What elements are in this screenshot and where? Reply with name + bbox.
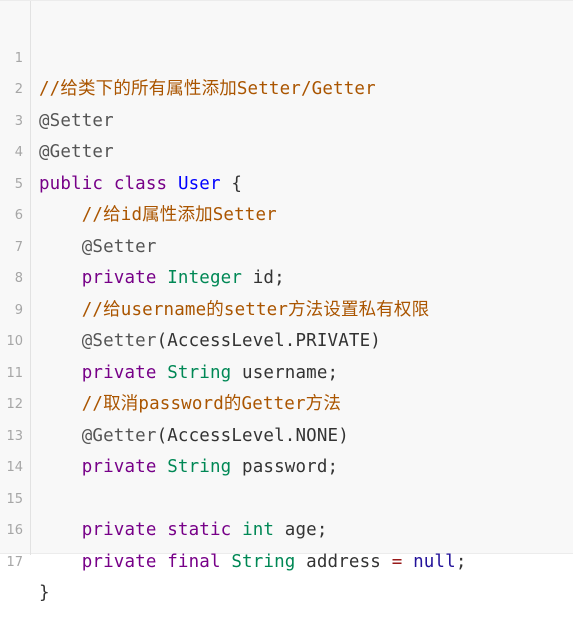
line-number: 16 [6,523,23,538]
type: String [167,457,232,477]
line-number: 1 [14,50,23,66]
type: Integer [167,268,243,288]
line-number: 8 [14,271,23,286]
code-line: 1 //给类下的所有属性添加Setter/Getter [0,11,573,100]
line-number: 15 [6,491,23,507]
whitespace [402,552,413,572]
line-content: @Setter(AccessLevel.PRIVATE) [39,326,381,358]
code-line: 13 private String password; [0,389,573,478]
code-line: 3 @Getter [0,74,573,163]
annotation: @Setter [81,236,157,257]
annotation: @Getter [39,142,114,162]
code-line: 12 @Getter(AccessLevel.NONE) [0,358,573,446]
line-content: //取消password的Getter方法 [39,389,341,421]
annotation: @Setter [39,110,114,131]
code-line: 15 private static int age; [0,452,573,541]
code-editor[interactable]: 1 //给类下的所有属性添加Setter/Getter 2 @Setter 3 … [0,0,573,604]
code-line: 5 //给id属性添加Setter [0,137,573,226]
keyword: static [167,520,232,540]
punctuation: } [39,583,50,603]
line-number: 12 [6,397,23,412]
code-line: 10 private String username; [0,295,573,383]
operator: = [391,551,403,572]
line-number-gutter [0,1,31,555]
annotation-args: (AccessLevel.NONE) [156,425,349,446]
punctuation: ; [455,551,467,572]
annotation-args: (AccessLevel.PRIVATE) [156,331,381,351]
line-content: @Setter [39,232,157,264]
code-area[interactable]: 1 //给类下的所有属性添加Setter/Getter 2 @Setter 3 … [0,11,573,604]
line-content: private String password; [39,452,338,484]
line-number: 14 [6,460,23,475]
code-line: 4 public class User { [0,106,573,194]
atom: null [413,551,456,572]
code-line: 8 //给username的setter方法设置私有权限 [0,232,573,320]
code-line: 14 [0,421,573,475]
line-number: 2 [14,82,23,97]
comment: //给类下的所有属性添加Setter/Getter [39,79,376,99]
line-content: private final String address = null; [39,547,467,579]
identifier: age; [274,520,328,540]
keyword: private [81,520,157,540]
code-line: 2 @Setter [0,43,573,131]
line-content: public class User { [39,169,242,201]
line-content: private static int age; [39,515,328,547]
code-line: 16 private final String address = null; [0,484,573,572]
code-line: 6 @Setter [0,169,573,257]
keyword: private [81,551,157,572]
line-number: 13 [6,428,23,444]
keyword: class [113,173,168,194]
code-line: 9 @Setter(AccessLevel.PRIVATE) [0,263,573,352]
line-content: //给username的setter方法设置私有权限 [39,295,429,327]
annotation: @Setter [81,331,157,351]
line-number: 17 [6,554,23,570]
keyword: private [81,268,157,288]
whitespace [221,552,232,572]
code-line: 17 } [0,515,573,604]
line-number: 4 [14,145,23,160]
annotation: @Getter [81,425,157,446]
keyword: public [39,173,104,194]
comment: //给id属性添加Setter [81,205,277,225]
line-content: //给id属性添加Setter [39,200,277,232]
whitespace [157,552,168,572]
type: String [167,362,232,383]
keyword: private [81,457,157,477]
line-content: private Integer id; [39,263,285,295]
punctuation: { [220,173,243,194]
line-number: 10 [6,334,23,349]
identifier: address [295,551,392,572]
line-content: @Getter [39,137,114,169]
identifier: password; [231,457,339,477]
line-number: 7 [14,239,23,255]
line-content: private String username; [39,358,338,390]
comment: //给username的setter方法设置私有权限 [81,299,430,320]
identifier: username; [231,362,339,383]
line-content: } [39,578,50,610]
line-content: @Getter(AccessLevel.NONE) [39,421,349,453]
line-number: 9 [14,302,23,318]
identifier: id; [242,268,285,288]
type: String [231,551,296,572]
class-name: User [177,173,221,194]
code-line: 7 private Integer id; [0,200,573,289]
line-number: 3 [14,113,23,129]
line-content: @Setter [39,106,114,138]
line-number: 5 [14,176,23,192]
code-line: 11 //取消password的Getter方法 [0,326,573,415]
type: int [242,520,275,540]
line-number: 6 [14,208,23,223]
line-content: //给类下的所有属性添加Setter/Getter [39,74,376,106]
keyword: private [81,362,157,383]
keyword: final [167,551,221,572]
line-number: 11 [6,365,23,381]
comment: //取消password的Getter方法 [81,394,341,414]
